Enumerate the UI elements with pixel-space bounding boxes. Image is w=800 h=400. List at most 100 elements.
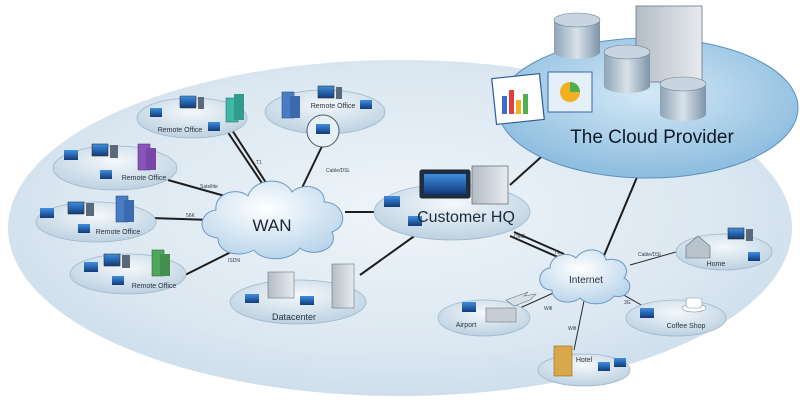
laptop-icon <box>748 252 760 261</box>
internet-cloud: Internet <box>539 249 631 305</box>
pc-tower-icon <box>336 87 342 99</box>
site-remote-office-2: Remote Office <box>264 85 386 148</box>
link-label-t1-internet: T1 <box>554 250 560 256</box>
pc-tower-icon <box>86 203 94 216</box>
site-label: Remote Office <box>122 175 167 182</box>
site-home: Home <box>675 227 773 271</box>
laptop-icon <box>245 294 259 303</box>
wan-cloud: WAN <box>201 180 344 260</box>
laptop-icon <box>112 276 124 285</box>
house-icon <box>685 235 711 259</box>
datacenter-label: Datacenter <box>272 312 316 322</box>
building-icon <box>146 148 156 170</box>
pc-tower-icon <box>198 97 204 109</box>
laptop-icon <box>462 302 476 312</box>
site-remote-office-5: Remote Office <box>69 249 187 295</box>
site-label: Home <box>707 261 726 268</box>
laptop-icon <box>614 358 626 367</box>
link-wan-remote2 <box>299 139 326 193</box>
internet-label: Internet <box>569 275 603 286</box>
laptop-icon <box>78 224 90 233</box>
site-remote-office-3: Remote Office <box>52 143 178 191</box>
link-hq-datacenter <box>359 231 421 276</box>
pc-tower-icon <box>746 229 753 241</box>
site-airport: Airport <box>437 291 537 337</box>
pc-tower-icon <box>110 145 118 158</box>
coffee-cup-icon <box>685 297 703 309</box>
database-icon <box>553 12 601 59</box>
link-label-cable-dsl-home: Cable/DSL <box>638 252 662 258</box>
site-label: Coffee Shop <box>667 323 706 330</box>
building-icon <box>124 200 134 222</box>
link-label-56k: 56K <box>186 213 196 219</box>
monitor-icon <box>67 201 85 215</box>
hq-label: Customer HQ <box>417 209 515 226</box>
laptop-icon <box>316 124 330 134</box>
site-datacenter: Datacenter <box>229 263 367 325</box>
site-label: Hotel <box>576 357 593 364</box>
laptop-icon <box>384 196 400 207</box>
airplane-icon <box>505 291 537 307</box>
building-icon <box>160 254 170 276</box>
link-label-3g: 3G <box>624 300 631 306</box>
site-hotel: Hotel <box>537 345 631 387</box>
link-wan-remote4 <box>149 217 213 221</box>
site-label: Remote Office <box>132 283 177 290</box>
server-icon <box>267 271 295 299</box>
monitor-icon <box>179 95 197 109</box>
terminal-icon <box>485 307 517 323</box>
link-hq-internet-b <box>513 231 565 255</box>
chart-windows-icon <box>491 71 593 126</box>
laptop-icon <box>64 150 78 160</box>
link-label-cable-dsl: Cable/DSL <box>326 168 350 174</box>
monitor-icon <box>103 253 121 267</box>
laptop-icon <box>208 122 220 131</box>
cloud-shape <box>201 180 344 260</box>
database-icon <box>603 44 651 93</box>
monitor-icon <box>91 143 109 157</box>
hotel-building-icon <box>553 345 573 377</box>
site-label: Remote Office <box>158 127 203 134</box>
site-remote-office-4: Remote Office <box>35 195 157 243</box>
provider-label: The Cloud Provider <box>570 127 734 148</box>
link-label-satellite: Satellite <box>200 184 218 190</box>
building-icon <box>290 96 300 118</box>
link-hq-internet <box>509 235 561 259</box>
monitor-icon <box>317 85 335 99</box>
laptop-icon <box>640 308 654 318</box>
screen <box>424 174 466 194</box>
laptop-icon <box>150 108 162 117</box>
laptop-icon <box>84 262 98 272</box>
link-internet-provider <box>602 169 641 259</box>
site-coffee-shop: Coffee Shop <box>625 297 727 337</box>
wan-label: WAN <box>252 216 291 235</box>
site-remote-office-1: Remote Office <box>136 94 248 139</box>
building-icon <box>234 94 244 120</box>
server-rack-icon <box>331 263 355 309</box>
pc-tower-icon <box>122 255 130 268</box>
monitor-icon <box>727 227 745 240</box>
site-label: Remote Office <box>96 229 141 236</box>
link-label-dmz: DMZ <box>514 234 525 240</box>
database-icon <box>659 76 707 121</box>
laptop-icon <box>40 208 54 218</box>
link-label-isdn: ISDN <box>228 258 240 264</box>
link-label-wifi-hotel: Wifi <box>568 326 576 332</box>
site-customer-hq: Customer HQ <box>373 165 531 241</box>
link-wan-remote1 <box>224 127 269 193</box>
laptop-icon <box>300 296 314 305</box>
link-internet-hotel <box>573 295 586 351</box>
laptop-icon <box>598 362 610 371</box>
site-label: Remote Office <box>311 103 356 110</box>
link-wan-remote3 <box>167 179 233 199</box>
link-label-t1: T1 <box>256 160 262 166</box>
laptop-icon <box>360 100 372 109</box>
link-label-wifi-airport: Wifi <box>544 306 552 312</box>
cloud-shape <box>539 249 631 305</box>
laptop-icon <box>100 170 112 179</box>
server-icon <box>471 165 509 205</box>
site-label: Airport <box>456 322 477 329</box>
laptop-icon <box>408 216 422 226</box>
